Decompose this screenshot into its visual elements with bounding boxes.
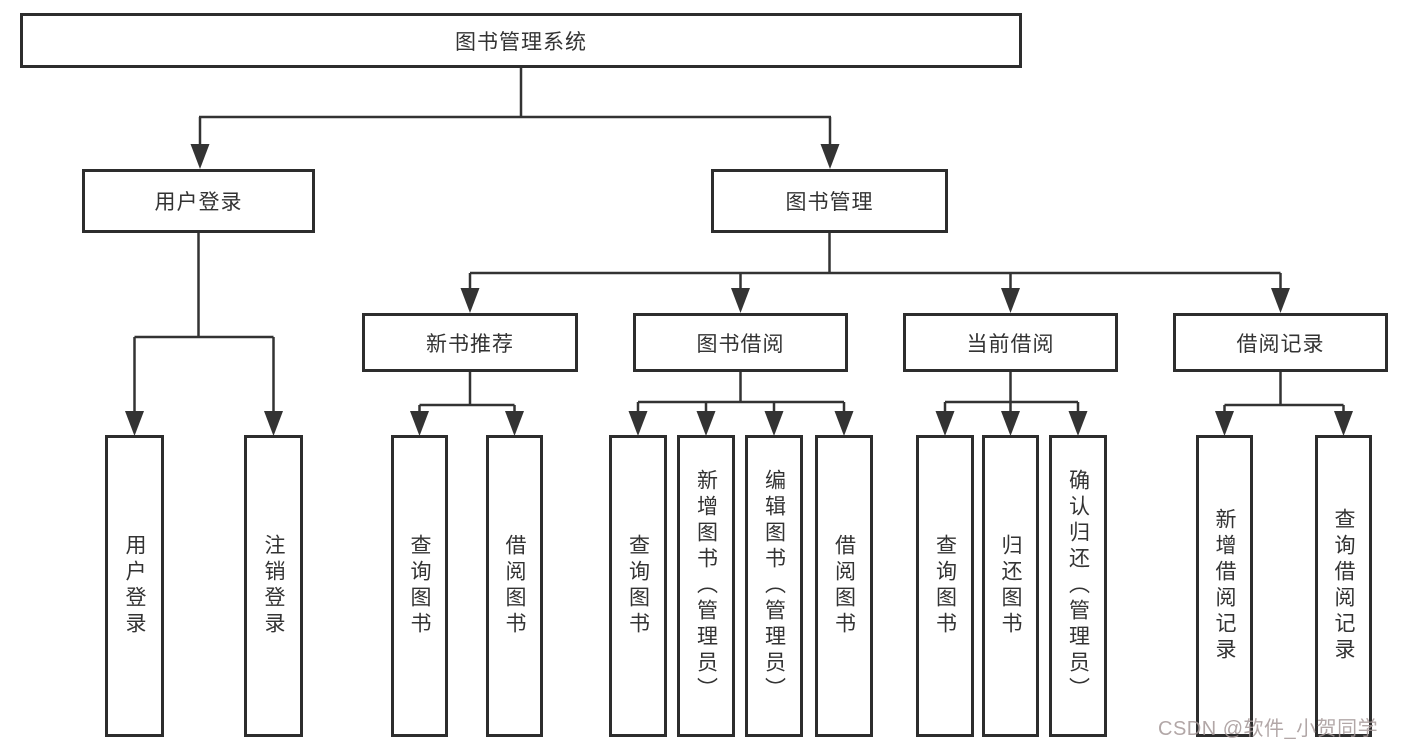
- leaf-user-login-label: 用户登录: [123, 534, 146, 638]
- node-current-borrowing-label: 当前借阅: [966, 332, 1055, 356]
- leaf-add-borrow-record: 新增借阅记录: [1196, 435, 1253, 737]
- node-borrowing-records-label: 借阅记录: [1236, 332, 1325, 356]
- node-user-login: 用户登录: [82, 169, 315, 233]
- leaf-borrow-books-recommend-label: 借阅图书: [503, 534, 526, 638]
- leaf-borrow-books-borrowing: 借阅图书: [815, 435, 873, 737]
- leaf-query-books-current-label: 查询图书: [933, 534, 957, 638]
- leaf-borrow-books-borrowing-label: 借阅图书: [832, 534, 856, 638]
- leaf-edit-book-admin-label: 编辑图书（管理员）: [762, 469, 786, 703]
- leaf-user-login: 用户登录: [105, 435, 164, 737]
- leaf-query-books-current: 查询图书: [916, 435, 974, 737]
- leaf-confirm-return-admin: 确认归还（管理员）: [1049, 435, 1107, 737]
- node-book-management-label: 图书管理: [785, 191, 874, 214]
- node-book-borrowing: 图书借阅: [633, 313, 848, 372]
- leaf-add-borrow-record-label: 新增借阅记录: [1213, 508, 1236, 664]
- node-book-borrowing-label: 图书借阅: [696, 332, 785, 356]
- leaf-borrow-books-recommend: 借阅图书: [486, 435, 543, 737]
- node-new-book-recommendation: 新书推荐: [362, 313, 578, 372]
- leaf-add-book-admin-label: 新增图书（管理员）: [694, 469, 718, 703]
- leaf-query-books-recommend: 查询图书: [391, 435, 448, 737]
- node-new-book-recommendation-label: 新书推荐: [426, 332, 514, 356]
- leaf-query-borrow-record: 查询借阅记录: [1315, 435, 1372, 737]
- node-borrowing-records: 借阅记录: [1173, 313, 1388, 372]
- leaf-query-books-borrowing: 查询图书: [609, 435, 667, 737]
- leaf-query-books-borrowing-label: 查询图书: [626, 534, 650, 638]
- node-current-borrowing: 当前借阅: [903, 313, 1118, 372]
- node-root: 图书管理系统: [20, 13, 1022, 68]
- node-user-login-label: 用户登录: [154, 191, 243, 214]
- leaf-query-books-recommend-label: 查询图书: [408, 534, 431, 638]
- csdn-watermark: CSDN @软件_小贺同学: [1158, 718, 1379, 740]
- node-root-label: 图书管理系统: [455, 30, 587, 54]
- node-book-management: 图书管理: [711, 169, 948, 233]
- leaf-query-borrow-record-label: 查询借阅记录: [1332, 508, 1355, 664]
- leaf-return-books: 归还图书: [982, 435, 1039, 737]
- leaf-return-books-label: 归还图书: [999, 534, 1022, 638]
- leaf-add-book-admin: 新增图书（管理员）: [677, 435, 735, 737]
- leaf-logout-label: 注销登录: [262, 534, 285, 638]
- leaf-confirm-return-admin-label: 确认归还（管理员）: [1066, 469, 1090, 703]
- leaf-edit-book-admin: 编辑图书（管理员）: [745, 435, 803, 737]
- leaf-logout: 注销登录: [244, 435, 303, 737]
